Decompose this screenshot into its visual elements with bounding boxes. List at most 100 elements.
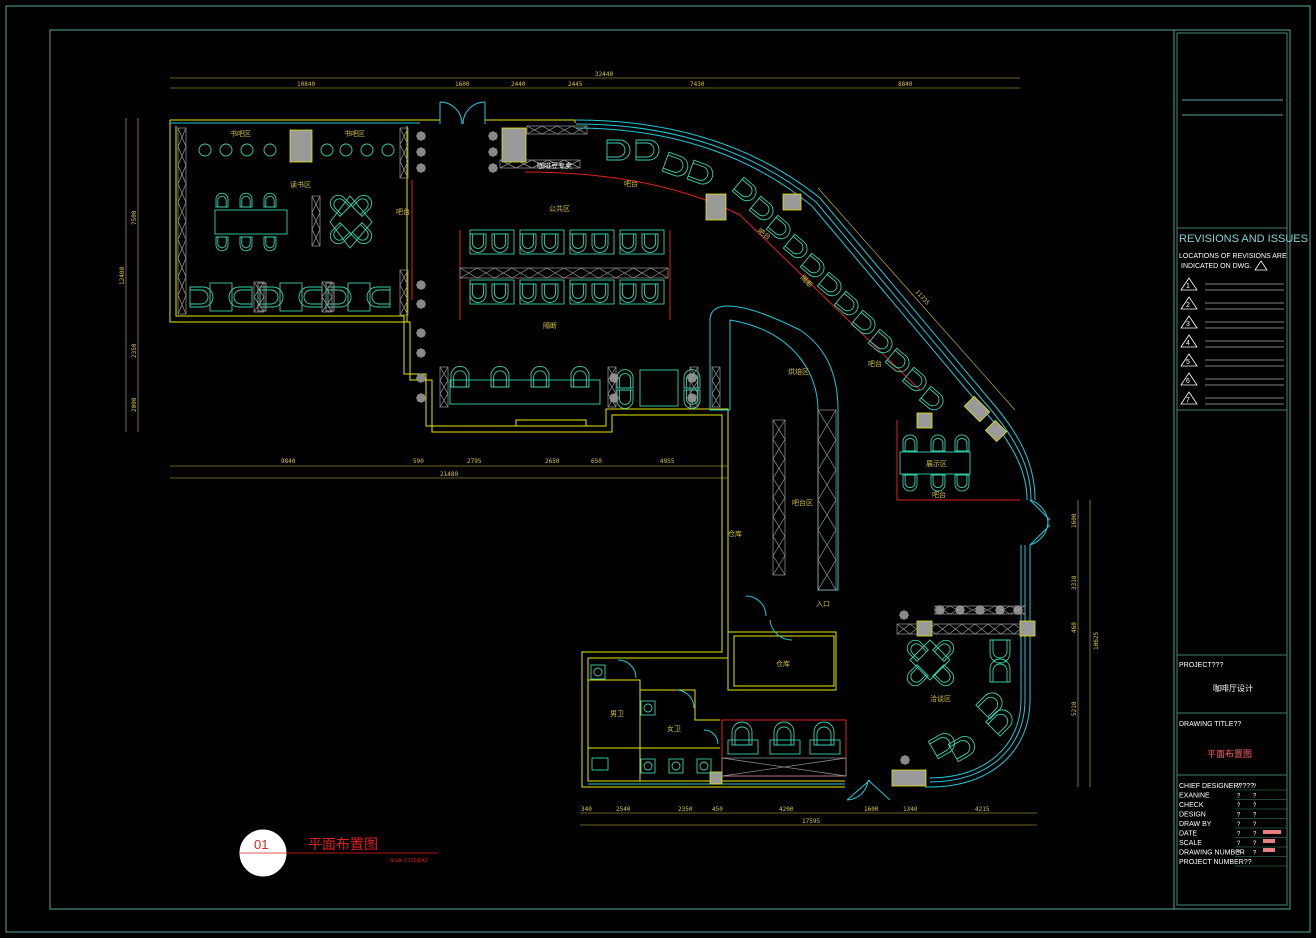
row-mark: ? (1237, 841, 1241, 847)
dim-bot-4: 450 (712, 806, 723, 813)
plant-icon (416, 348, 426, 358)
title-number: 01 (254, 837, 268, 852)
stool (339, 143, 353, 157)
chair (731, 176, 757, 202)
dim-mid-6: 4955 (660, 458, 675, 465)
dim-left-4: 2000 (131, 397, 138, 412)
dim-bot-8: 4215 (975, 806, 990, 813)
shelf (399, 127, 409, 179)
row-mark: ? (1253, 832, 1257, 838)
toilet-fixture (696, 758, 712, 774)
designer-row-label: CHIEF DESIGNER???? (1179, 783, 1254, 790)
booth-table (209, 282, 233, 312)
plant-icon (900, 755, 910, 765)
plant-icon (609, 373, 619, 383)
dim-top-2: 1600 (455, 81, 470, 88)
shelf (934, 605, 1026, 615)
label-bar-seat: 吧台 (396, 207, 410, 216)
shelves (177, 125, 1028, 777)
label-partition-2: 隔断 (799, 273, 815, 289)
chair (298, 286, 323, 308)
label-womens: 女卫 (667, 724, 681, 733)
chair (569, 283, 587, 303)
chair (519, 233, 537, 253)
doors (439, 101, 1051, 801)
chair (635, 139, 660, 161)
toilet-bowl (671, 761, 681, 771)
stool (381, 143, 395, 157)
shelf (689, 366, 699, 408)
chair (239, 192, 253, 208)
shelf (896, 623, 1028, 635)
dim-right-1: 1600 (1071, 513, 1078, 528)
booth-divider (257, 282, 267, 312)
chair (902, 434, 918, 452)
chair (902, 474, 918, 492)
walls (169, 119, 845, 788)
chair (930, 474, 946, 492)
plant-icon (416, 393, 426, 403)
designer-row-label: SCALE (1179, 840, 1202, 847)
revision-triangle-icon (1180, 353, 1198, 367)
booth-table (347, 282, 371, 312)
label-reading: 读书区 (290, 180, 311, 189)
shelf (399, 269, 409, 316)
chair (329, 222, 352, 245)
shelf (439, 366, 449, 408)
revision-triangle-icon (1180, 391, 1198, 405)
shelf (311, 195, 321, 247)
grid-table (469, 229, 515, 255)
drawing-border (49, 29, 1291, 910)
chair (947, 736, 976, 763)
chair (491, 233, 509, 253)
row-mark: ? (1237, 803, 1241, 809)
chair (932, 639, 955, 662)
chair (228, 286, 253, 308)
chair (530, 365, 550, 388)
row-mark: ? (1253, 841, 1257, 847)
plant-icon (975, 605, 985, 615)
chair (906, 639, 929, 662)
dim-left-1: 7500 (131, 210, 138, 225)
label-book-left: 书吧区 (230, 129, 251, 138)
chair (450, 365, 470, 388)
row-swatch (1263, 830, 1281, 834)
revision-number: 5 (1186, 359, 1190, 366)
row-mark: ? (1253, 851, 1257, 857)
dim-left-2: 12400 (119, 267, 126, 285)
plant-icon (416, 373, 426, 383)
chair (591, 233, 609, 253)
plants (416, 131, 1023, 765)
chair (833, 290, 859, 316)
dim-top-3: 2440 (511, 81, 526, 88)
chair (619, 233, 637, 253)
row-mark: ? (1253, 813, 1257, 819)
chair (616, 389, 634, 409)
toilet-fixture (640, 758, 656, 774)
dim-bot-7: 1340 (903, 806, 918, 813)
shelf (772, 419, 786, 576)
chair (263, 192, 277, 208)
row-swatch (1263, 839, 1275, 843)
row-mark: ? (1237, 784, 1241, 790)
dim-mid-5: 650 (591, 458, 602, 465)
label-bar-curve-1: 吧台 (624, 179, 638, 188)
chair (606, 139, 631, 161)
seat-groups (189, 139, 1013, 774)
title-scale: Scale 1:120@A3 (390, 858, 428, 864)
grid-table (519, 279, 565, 305)
label-book-right: 书吧区 (344, 129, 365, 138)
dim-mid-total: 21480 (440, 471, 458, 478)
dimension-left: 7500 12400 2350 2000 (119, 118, 139, 432)
row-mark: ? (1237, 832, 1241, 838)
dim-top-5: 7430 (690, 81, 705, 88)
shelf (721, 757, 847, 777)
toilet-bowl (643, 761, 653, 771)
outer-border (5, 5, 1311, 933)
project-label: PROJECT??? (1179, 662, 1223, 669)
dim-bot-total: 17595 (802, 818, 820, 825)
revision-number: 6 (1186, 378, 1190, 385)
dim-mid-4: 2650 (545, 458, 560, 465)
revision-number: 1 (1186, 283, 1190, 290)
